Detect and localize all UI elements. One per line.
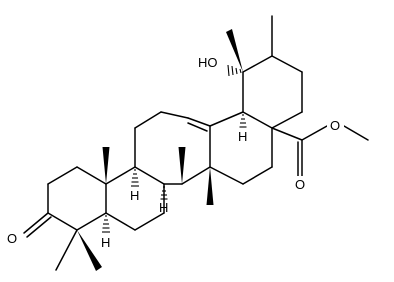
ester-carbonyl-oxygen-label: O (295, 177, 305, 192)
h-c5-hash (102, 215, 110, 233)
ring-c (134, 111, 211, 185)
gem-dimethyl (55, 229, 102, 271)
h-c9-label: H (130, 188, 139, 203)
ketone-group (23, 212, 52, 238)
c14-methyl-wedge (206, 167, 214, 205)
ring-a (47, 166, 107, 231)
ester-ether-oxygen-label: O (330, 118, 340, 133)
h-c8-hash (160, 186, 168, 200)
ketone-oxygen-label: O (7, 231, 17, 246)
c10-methyl-wedge (102, 147, 110, 184)
hydroxyl-label: HO (198, 55, 218, 70)
h-c5-label: H (101, 235, 110, 250)
h-c18-label: H (238, 129, 247, 144)
oh-hash (227, 64, 242, 77)
methyl-ester (271, 125, 369, 177)
ring-e (242, 55, 303, 129)
h-c9-hash (131, 169, 139, 187)
c19-methyl-wedge (226, 29, 243, 72)
ring-d (209, 111, 273, 185)
h-c8-label: H (159, 200, 168, 215)
c8-methyl-wedge (178, 147, 186, 184)
h-c18-hash (239, 114, 247, 128)
